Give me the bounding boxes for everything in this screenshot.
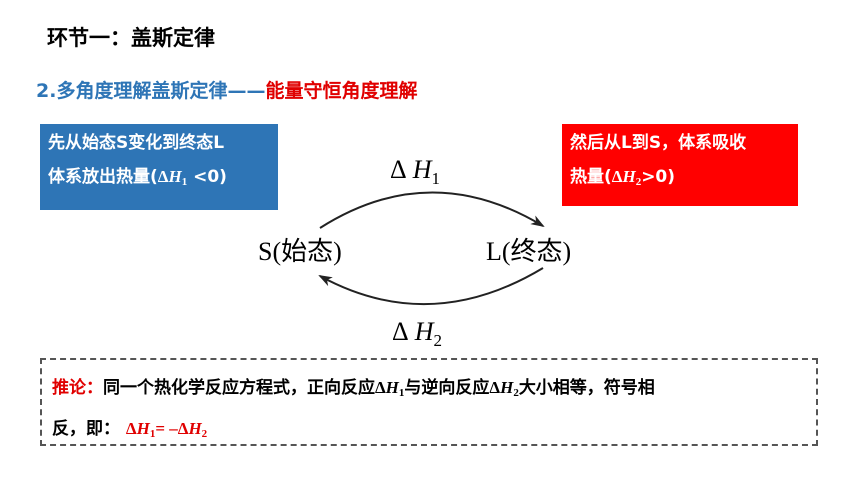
endothermic-line2: 热量(ΔH2>0) <box>570 160 790 199</box>
delta-symbol: Δ <box>157 167 169 186</box>
subtitle: 2.多角度理解盖斯定律——能量守恒角度理解 <box>36 76 417 103</box>
endothermic-prefix: 热量( <box>570 167 612 187</box>
h-subscript: 2 <box>513 387 519 399</box>
note-text2: 与逆向反应 <box>404 378 490 398</box>
delta-symbol: Δ <box>177 419 189 438</box>
h-symbol: H <box>168 167 182 186</box>
note-label: 推论： <box>52 378 103 398</box>
h-subscript: 1 <box>398 387 405 399</box>
reverse-arrow <box>318 267 544 305</box>
delta-symbol: Δ <box>125 419 137 438</box>
note-line1: 推论：同一个热化学反应方程式，正向反应ΔH1与逆向反应ΔH2大小相等，符号相 <box>52 370 806 411</box>
h-symbol: H <box>622 167 636 186</box>
h-subscript: 2 <box>635 176 642 188</box>
exothermic-suffix: <0) <box>187 167 227 187</box>
h-symbol: H <box>188 419 202 438</box>
note-equation: ΔH1= –ΔH2 <box>125 419 208 440</box>
exothermic-prefix: 体系放出热量( <box>48 167 158 187</box>
subtitle-lead: 2.多角度理解盖斯定律—— <box>36 80 266 102</box>
h-symbol: H <box>385 378 399 397</box>
delta-symbol: Δ <box>611 167 623 186</box>
final-state-label: L(终态) <box>486 237 571 266</box>
initial-state-label: S(始态) <box>258 237 342 266</box>
inference-note: 推论：同一个热化学反应方程式，正向反应ΔH1与逆向反应ΔH2大小相等，符号相 反… <box>40 358 818 446</box>
endothermic-box: 然后从L到S，体系吸收 热量(ΔH2>0) <box>562 124 798 206</box>
endothermic-line1: 然后从L到S，体系吸收 <box>570 133 747 153</box>
subtitle-highlight: 能量守恒角度理解 <box>265 80 418 102</box>
endothermic-suffix: >0) <box>641 167 676 187</box>
note-text3: 大小相等，符号相 <box>518 378 655 398</box>
exothermic-line2: 体系放出热量(ΔH1 <0) <box>48 160 270 199</box>
equals-minus: = – <box>155 419 178 438</box>
h-subscript: 1 <box>181 176 188 188</box>
delta-symbol: Δ <box>489 378 501 397</box>
note-line2: 反，即： ΔH1= –ΔH2 <box>52 411 806 452</box>
h-subscript: 2 <box>201 428 208 440</box>
forward-arrow <box>319 191 545 229</box>
exothermic-box: 先从始态S变化到终态L 体系放出热量(ΔH1 <0) <box>40 124 278 210</box>
section-title: 环节一：盖斯定律 <box>47 26 215 50</box>
note-text1: 同一个热化学反应方程式，正向反应 <box>103 378 375 398</box>
h-symbol: H <box>136 419 150 438</box>
delta-symbol: Δ <box>375 378 386 397</box>
h-subscript: 1 <box>149 428 156 440</box>
h-symbol: H <box>500 378 514 397</box>
note-text4: 反，即： <box>52 419 120 439</box>
exothermic-line1: 先从始态S变化到终态L <box>48 133 225 153</box>
